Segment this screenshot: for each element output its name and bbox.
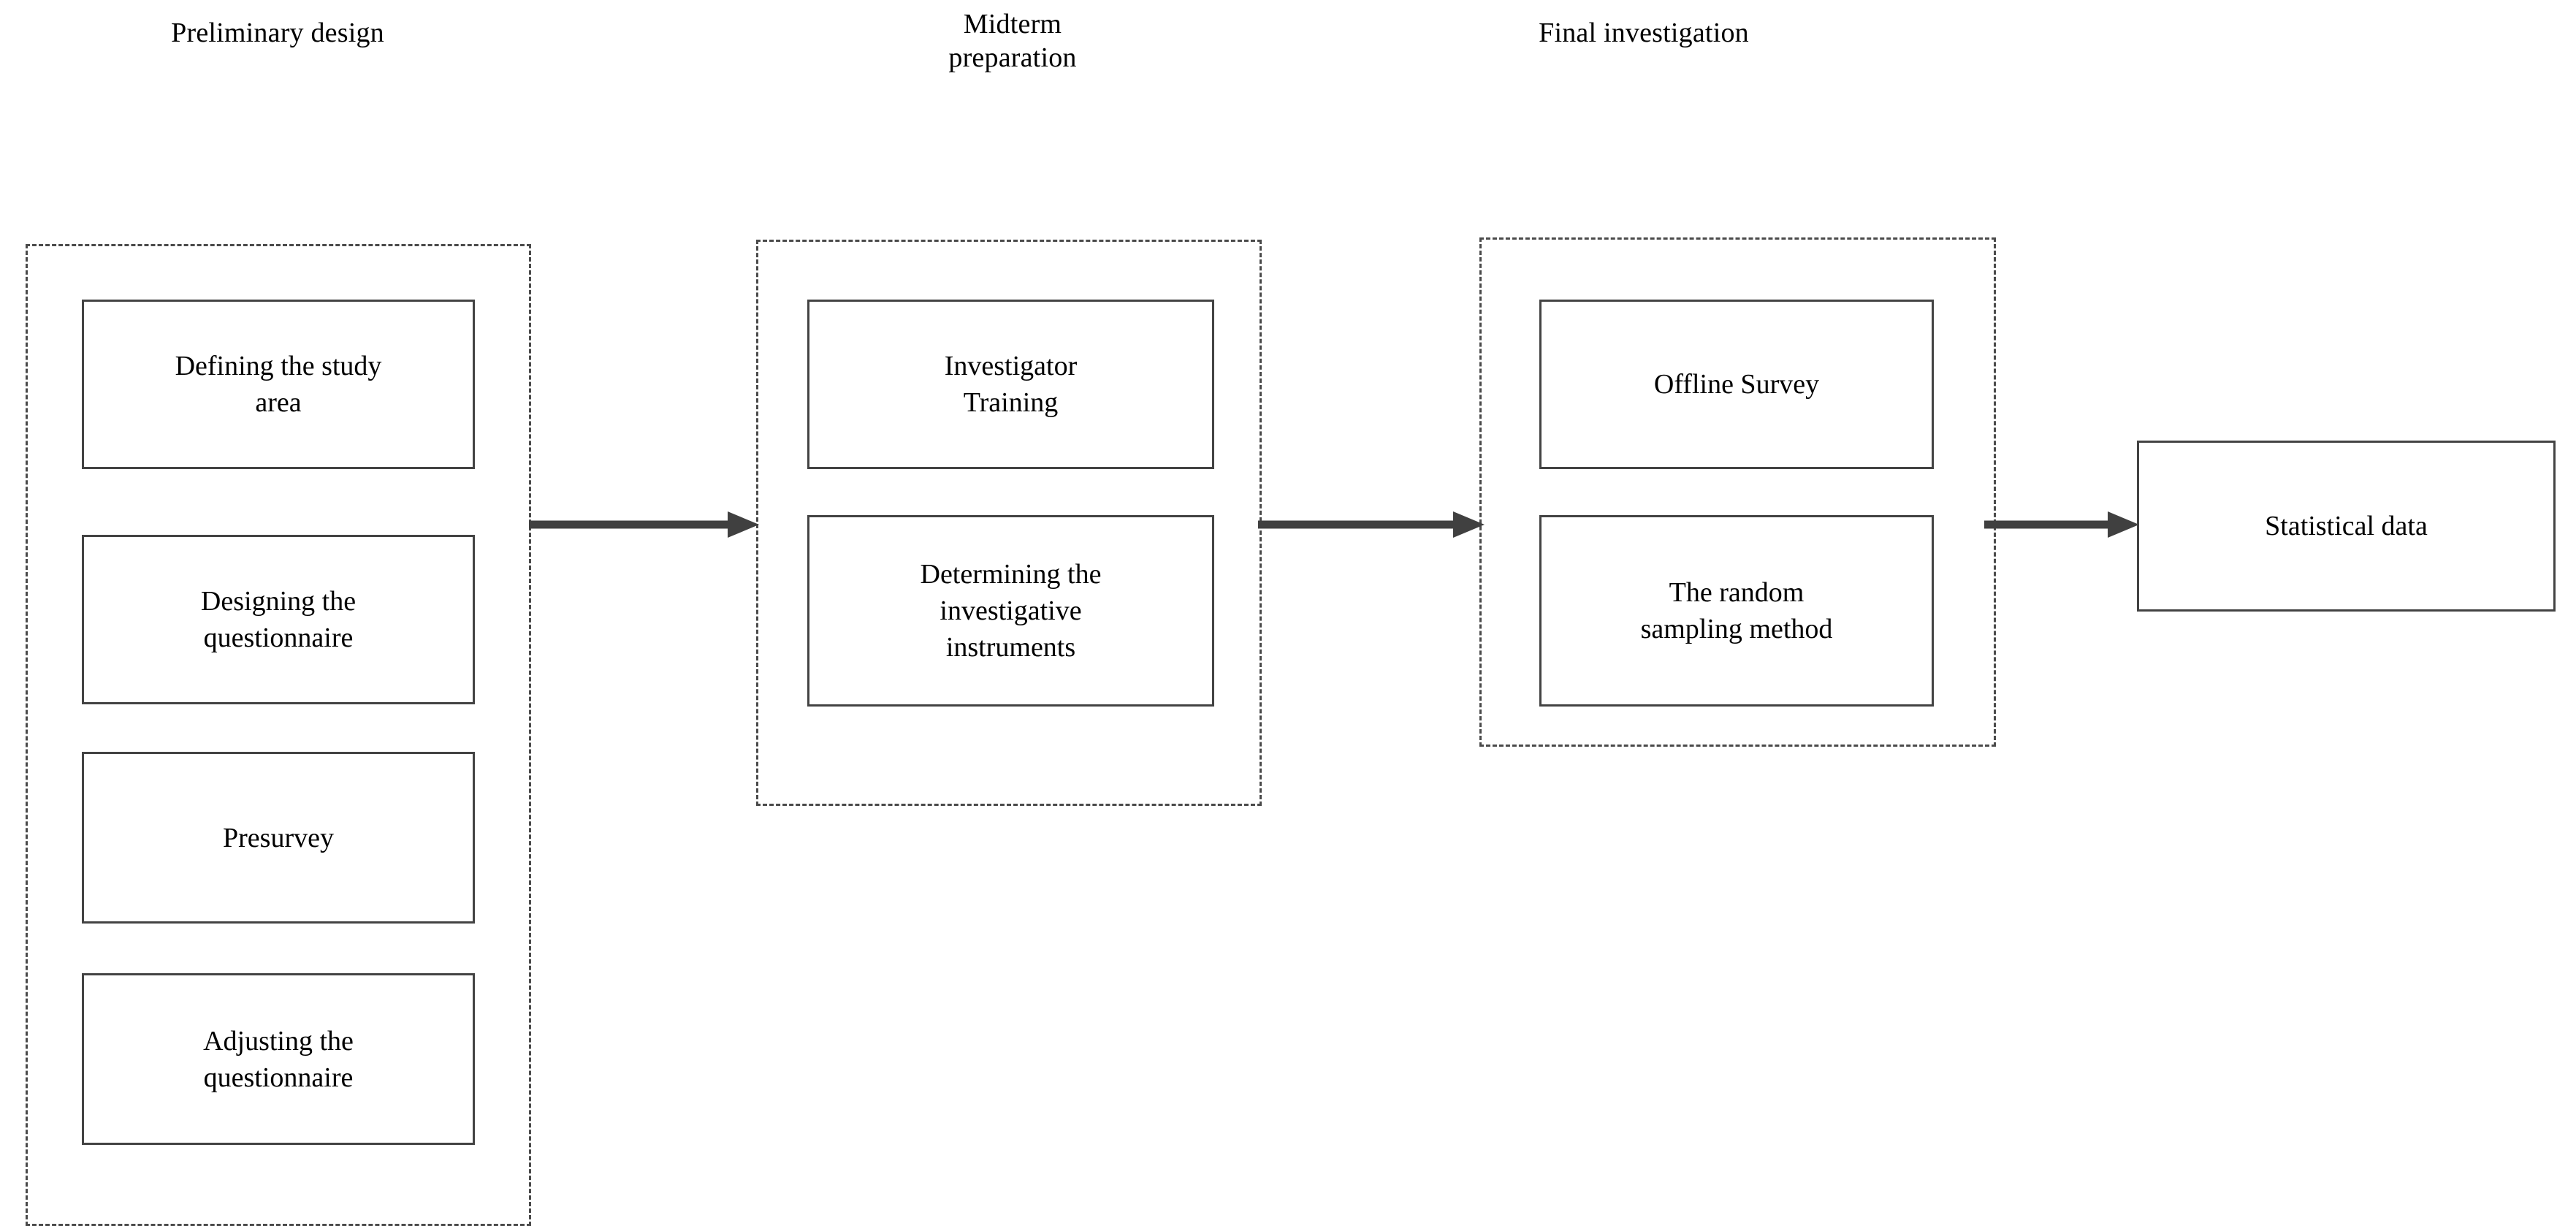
output-label: Statistical data (2265, 511, 2428, 541)
step-investigator-training[interactable]: Investigator Training (807, 300, 1214, 469)
step-defining-the-study-area[interactable]: Defining the study area (82, 300, 475, 469)
step-label: Adjusting the questionnaire (203, 1025, 354, 1093)
step-label: Presurvey (223, 822, 334, 853)
step-designing-the-questionnaire[interactable]: Designing the questionnaire (82, 535, 475, 704)
stage-title-midterm-line-2: preparation (948, 42, 1077, 73)
step-label: Determining the investigative instrument… (920, 559, 1102, 663)
stage-title-midterm-line-1: Midterm (963, 9, 1062, 39)
group-preliminary-design (26, 244, 531, 1226)
group-final-investigation (1479, 237, 1996, 747)
step-label: Designing the questionnaire (200, 586, 357, 653)
stage-title-preliminary-design: Preliminary design (171, 18, 384, 48)
output-box-statistical-data[interactable]: Statistical data (2137, 441, 2556, 612)
arrow-midterm-to-final (1258, 508, 1485, 541)
step-adjusting-the-questionnaire[interactable]: Adjusting the questionnaire (82, 973, 475, 1145)
step-label: Defining the study area (175, 351, 382, 418)
arrow-final-to-output (1984, 508, 2139, 541)
step-label: Investigator Training (944, 351, 1078, 418)
stage-title-final-investigation: Final investigation (1539, 18, 1749, 48)
step-label: Offline Survey (1653, 369, 1820, 400)
step-label: The random sampling method (1640, 577, 1833, 644)
step-the-random-sampling-method[interactable]: The random sampling method (1539, 515, 1934, 707)
step-offline-survey[interactable]: Offline Survey (1539, 300, 1934, 469)
arrow-preliminary-to-midterm (529, 508, 759, 541)
step-determining-the-investigative-instruments[interactable]: Determining the investigative instrument… (807, 515, 1214, 707)
step-presurvey[interactable]: Presurvey (82, 752, 475, 924)
